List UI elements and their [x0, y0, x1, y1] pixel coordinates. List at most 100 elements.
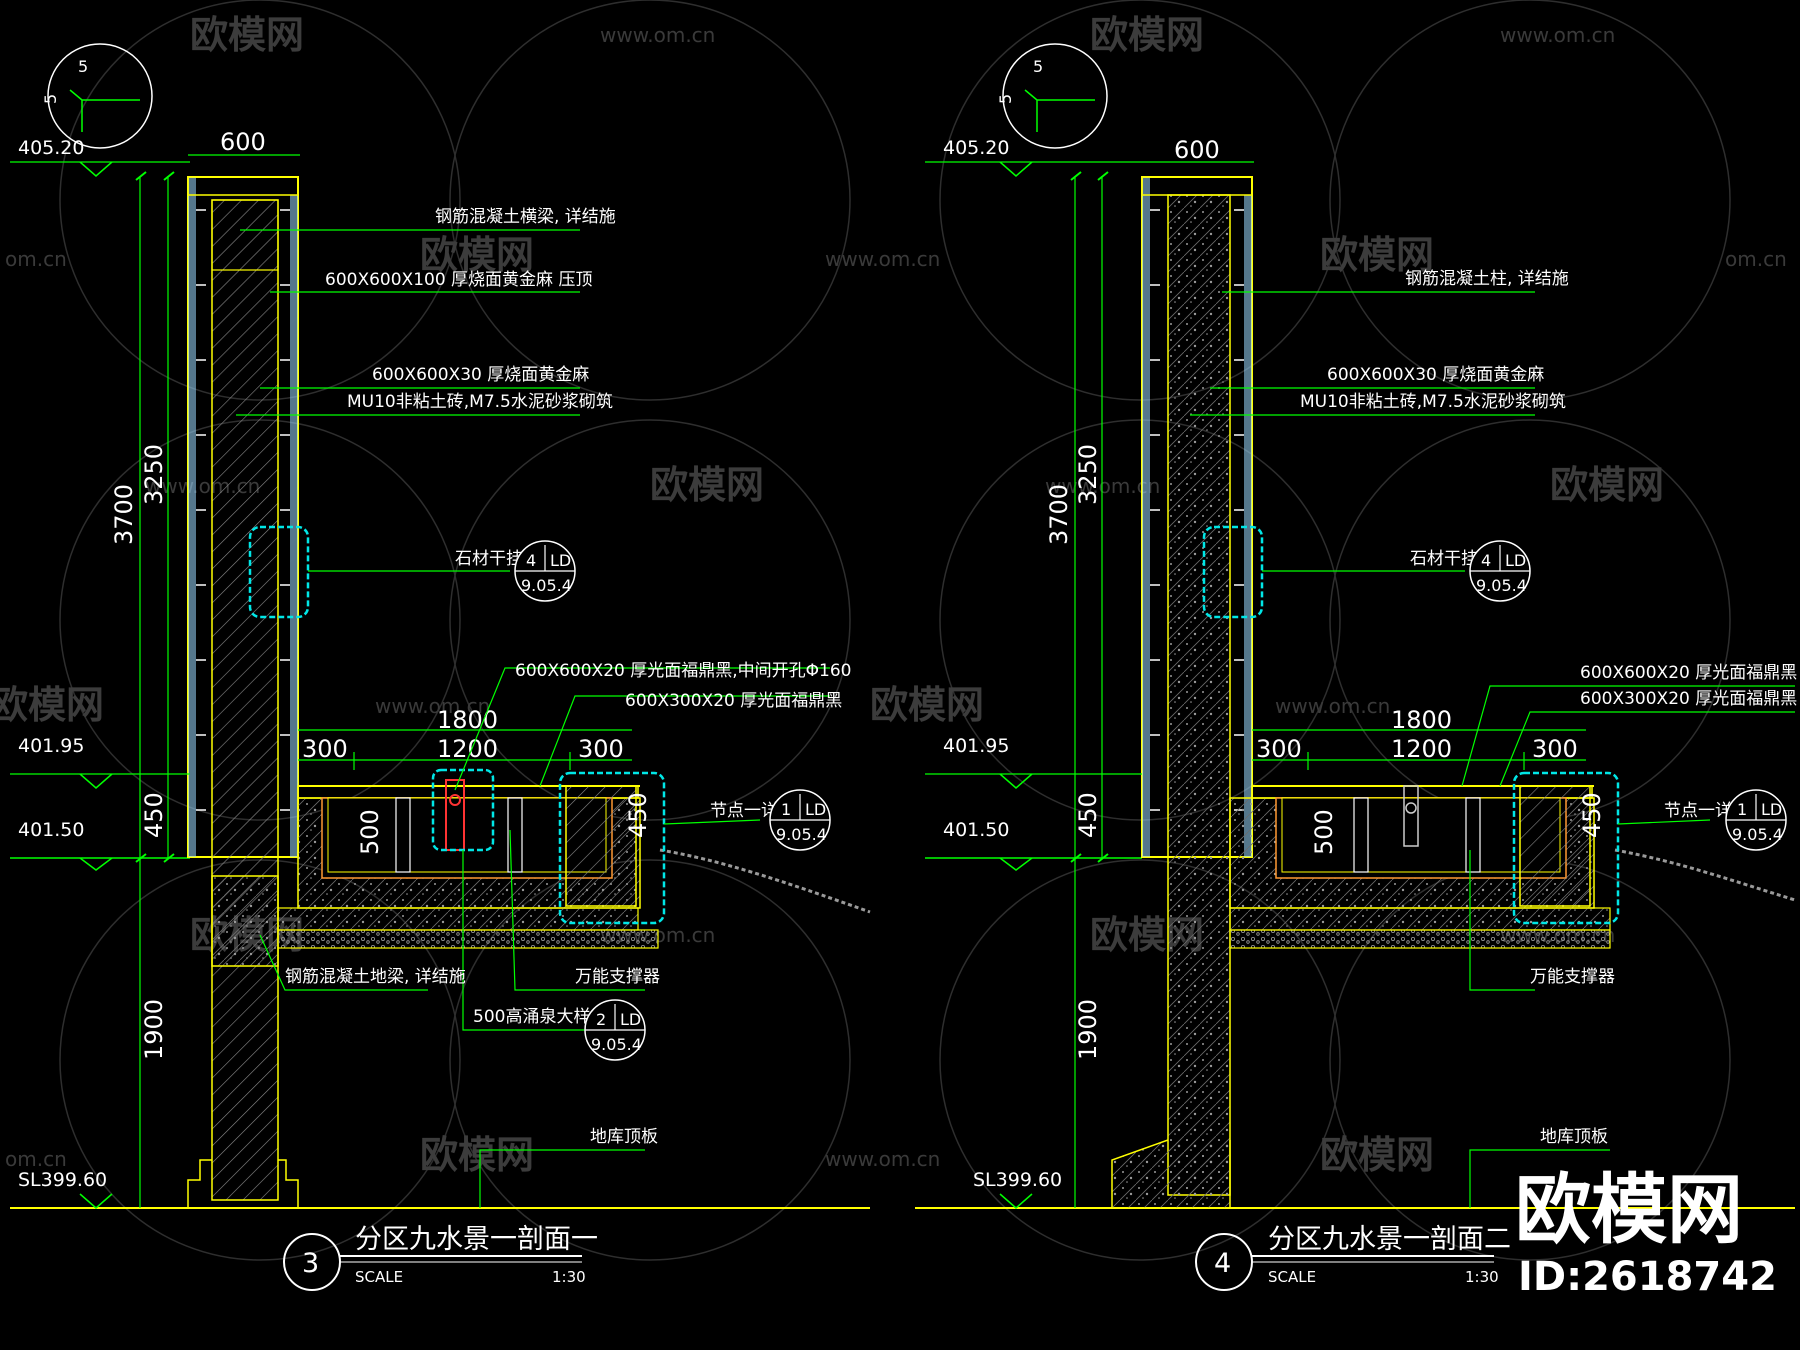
watermark-url: om.cn [5, 1147, 67, 1171]
scale-label: SCALE [1268, 1268, 1316, 1286]
annotation-node: 节点一详 [710, 801, 778, 821]
watermark-logo: 欧模网 [1320, 233, 1434, 277]
ref-bubble[interactable]: 2 LD 9.05.4 [584, 999, 646, 1061]
annotation-node: 节点一详 [1664, 801, 1732, 821]
dim-basin-left: 300 [302, 735, 348, 763]
detail-ref-top: 5 [78, 57, 88, 76]
ref-bubble-ref: 9.05.4 [1476, 576, 1527, 595]
section-title: 分区九水景一剖面一 [355, 1224, 598, 1255]
watermark-url: www.om.cn [375, 694, 490, 718]
ref-bubble-ref: 9.05.4 [521, 576, 572, 595]
annotation-masonry: MU10非粘土砖,M7.5水泥砂浆砌筑 [1300, 392, 1566, 412]
scale-label: SCALE [355, 1268, 403, 1286]
annotation-roof-slab: 地库顶板 [590, 1127, 658, 1147]
annotation-fountain: 500高涌泉大样 [473, 1007, 590, 1027]
annotation-roof-slab: 地库顶板 [1540, 1127, 1608, 1147]
dim-edge-height: 450 [624, 792, 652, 838]
dim-base-height: 450 [140, 792, 168, 838]
annotation-ground-beam: 钢筋混凝土地梁, 详结施 [285, 967, 466, 987]
stamp-logo: 欧模网 [1515, 1165, 1743, 1254]
detail-ref-side: 5 [996, 94, 1015, 104]
dim-basin-left: 300 [1256, 735, 1302, 763]
annotation-masonry: MU10非粘土砖,M7.5水泥砂浆砌筑 [347, 392, 613, 412]
ref-bubble[interactable]: 4 LD 9.05.4 [1469, 540, 1531, 602]
watermark-logo: 欧模网 [1550, 463, 1664, 507]
section-title: 分区九水景一剖面二 [1268, 1224, 1511, 1255]
elevation-mid1: 401.95 [18, 735, 84, 757]
ref-bubble-ref: 9.05.4 [591, 1035, 642, 1054]
dim-basin-total: 1800 [1391, 706, 1452, 734]
watermark-logo: 欧模网 [650, 463, 764, 507]
watermark-logo: 欧模网 [1090, 13, 1204, 57]
watermark-url: www.om.cn [1500, 23, 1615, 47]
section-right: 5 5 405.20 401.95 401.50 SL399.60 600 37… [915, 43, 1797, 1291]
detail-ref-side: 5 [41, 94, 60, 104]
ref-bubble[interactable]: 4 LD 9.05.4 [514, 540, 576, 602]
watermark-url: om.cn [1725, 247, 1787, 271]
watermark-logo: 欧模网 [1320, 1133, 1434, 1177]
dim-wall-height: 3250 [1074, 444, 1102, 505]
ref-bubble-ref: 9.05.4 [1732, 825, 1783, 844]
detail-ref-top: 5 [1033, 57, 1043, 76]
watermark-arcs [59, 0, 1731, 1261]
ref-bubble-tag: LD [550, 551, 571, 570]
ref-bubble-num: 1 [781, 800, 791, 819]
dim-base-height: 450 [1074, 792, 1102, 838]
annotation-edge-slab: 600X300X20 厚光面福鼎黑 [625, 691, 842, 711]
annotation-coping: 600X600X100 厚烧面黄金麻 压顶 [325, 270, 592, 290]
dim-total-height: 3700 [110, 484, 138, 545]
dim-width: 600 [220, 128, 266, 156]
dim-basin-depth: 500 [1310, 809, 1338, 855]
dim-edge-height: 450 [1578, 792, 1606, 838]
ref-bubble-ref: 9.05.4 [776, 825, 827, 844]
stamp-id: ID:2618742 [1518, 1254, 1777, 1300]
annotation-top-slab: 600X600X20 厚光面福鼎黑,中间开孔Φ160 [515, 661, 851, 681]
elevation-top: 405.20 [943, 137, 1009, 159]
dim-below-height: 1900 [140, 999, 168, 1060]
ref-bubble-tag: LD [620, 1010, 641, 1029]
dim-below-height: 1900 [1074, 999, 1102, 1060]
dim-basin-right: 300 [1532, 735, 1578, 763]
dim-basin-mid: 1200 [1391, 735, 1452, 763]
ref-bubble-tag: LD [1505, 551, 1526, 570]
watermark-url: om.cn [5, 247, 67, 271]
section-number: 4 [1214, 1248, 1231, 1279]
elevation-mid2: 401.50 [18, 819, 84, 841]
ref-bubble-num: 2 [596, 1010, 606, 1029]
annotation-beam: 钢筋混凝土横梁, 详结施 [435, 207, 616, 227]
watermark-logo: 欧模网 [420, 233, 534, 277]
watermark-logo: 欧模网 [870, 683, 984, 727]
annotation-top-slab: 600X600X20 厚光面福鼎黑 [1580, 663, 1797, 683]
annotation-pedestal: 万能支撑器 [575, 967, 660, 987]
ref-bubble-num: 1 [1737, 800, 1747, 819]
dim-wall-height: 3250 [140, 444, 168, 505]
watermark-url: www.om.cn [825, 247, 940, 271]
watermark-url: www.om.cn [825, 1147, 940, 1171]
elevation-bottom: SL399.60 [18, 1169, 107, 1191]
dim-basin-depth: 500 [356, 809, 384, 855]
ref-bubble[interactable]: 1 LD 9.05.4 [1725, 789, 1787, 851]
watermark-url: www.om.cn [600, 23, 715, 47]
section-number: 3 [302, 1248, 319, 1279]
elevation-mid1: 401.95 [943, 735, 1009, 757]
ref-bubble-tag: LD [805, 800, 826, 819]
annotation-dry-hang: 石材干挂 [1410, 549, 1478, 569]
ref-bubble[interactable]: 1 LD 9.05.4 [769, 789, 831, 851]
dim-width: 600 [1174, 136, 1220, 164]
ref-bubble-num: 4 [526, 551, 536, 570]
ref-bubble-num: 4 [1481, 551, 1491, 570]
elevation-top: 405.20 [18, 137, 84, 159]
section-left: 5 5 405.20 401.95 401.50 SL399.60 600 37… [10, 43, 871, 1291]
ref-bubble-tag: LD [1761, 800, 1782, 819]
annotation-cladding: 600X600X30 厚烧面黄金麻 [372, 365, 589, 385]
elevation-mid2: 401.50 [943, 819, 1009, 841]
annotation-edge-slab: 600X300X20 厚光面福鼎黑 [1580, 689, 1797, 709]
watermark-logo: 欧模网 [190, 13, 304, 57]
annotation-dry-hang: 石材干挂 [455, 549, 523, 569]
annotation-pedestal: 万能支撑器 [1530, 967, 1615, 987]
dim-total-height: 3700 [1045, 484, 1073, 545]
annotation-column: 钢筋混凝土柱, 详结施 [1405, 269, 1569, 289]
elevation-bottom: SL399.60 [973, 1169, 1062, 1191]
scale-value: 1:30 [1465, 1268, 1499, 1286]
watermark-logo: 欧模网 [420, 1133, 534, 1177]
